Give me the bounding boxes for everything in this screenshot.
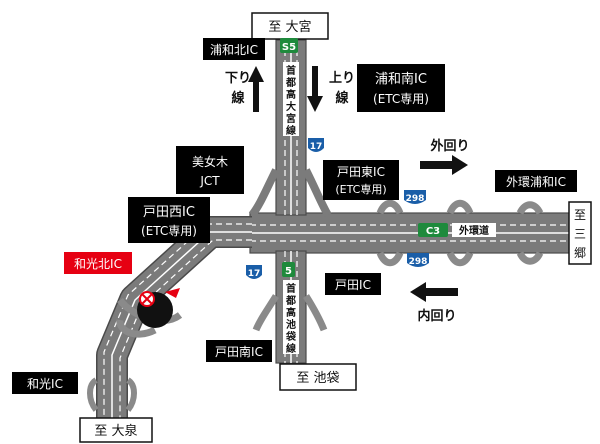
gaikan-name: 外環道	[452, 223, 496, 237]
destination-south: 至 池袋	[279, 363, 357, 391]
route-shield-17-bottom-label: 17	[248, 269, 261, 279]
label-toda-nishi-line2: (ETC専用)	[141, 224, 197, 238]
route-shield-298-top: 298	[404, 190, 426, 204]
destination-east-char1: 至	[574, 208, 586, 222]
destination-east-char3: 郷	[574, 246, 586, 260]
omiya-line-name: 首 都 高 大 宮 線	[283, 62, 299, 137]
route-shield-s5-label: S5	[282, 42, 296, 53]
ikebukuro-line-char: 池	[286, 318, 296, 331]
label-wako-kita-text: 和光北IC	[74, 257, 122, 271]
label-toda: 戸田IC	[325, 273, 381, 295]
route-shield-c3: C3	[418, 223, 448, 237]
direction-nobori-line2: 線	[335, 90, 349, 106]
label-toda-minami-text: 戸田南IC	[215, 344, 263, 359]
route-shield-17-bottom: 17	[246, 265, 262, 279]
ikebukuro-line-char: 線	[286, 342, 296, 355]
label-bijogi-line1: 美女木	[192, 154, 228, 169]
direction-nobori: 上り 線	[307, 66, 355, 112]
arrow-down-icon	[307, 66, 323, 112]
gaikan-expressway	[249, 199, 571, 267]
label-urawa-minami: 浦和南IC (ETC専用)	[357, 64, 445, 112]
label-urawa-minami-line1: 浦和南IC	[375, 71, 427, 87]
label-wako-text: 和光IC	[27, 377, 63, 391]
arrow-up-icon	[248, 66, 264, 112]
label-bijogi-jct: 美女木 JCT	[176, 146, 244, 194]
route-shield-298-top-label: 298	[406, 194, 425, 204]
label-wako: 和光IC	[12, 372, 78, 394]
arrow-left-icon	[410, 282, 458, 302]
omiya-line-char: 線	[286, 124, 296, 137]
label-toda-text: 戸田IC	[335, 278, 371, 292]
label-toda-nishi: 戸田西IC (ETC専用)	[128, 197, 210, 243]
omiya-line-char: 宮	[286, 112, 296, 125]
direction-uchimawari: 内回り	[410, 282, 458, 324]
route-shield-s5: S5	[280, 38, 298, 53]
arrow-right-icon	[420, 155, 468, 175]
omiya-line-char: 首	[286, 64, 296, 77]
route-shield-298-bottom: 298	[407, 253, 429, 267]
label-gaikan-urawa-text: 外環浦和IC	[506, 175, 566, 189]
label-toda-higashi-line1: 戸田東IC	[337, 165, 385, 179]
direction-uchimawari-label: 内回り	[417, 308, 456, 324]
direction-kudari: 下り 線	[225, 66, 264, 112]
omiya-line-char: 大	[286, 100, 296, 113]
label-urawa-kita: 浦和北IC	[203, 38, 265, 60]
label-urawa-kita-text: 浦和北IC	[210, 43, 258, 57]
route-shield-17-top-label: 17	[310, 142, 323, 152]
label-toda-nishi-line1: 戸田西IC	[143, 205, 195, 220]
omiya-line-char: 高	[286, 88, 296, 101]
label-toda-minami: 戸田南IC	[206, 340, 272, 362]
ikebukuro-line-char: 首	[286, 282, 296, 295]
ikebukuro-line-name: 首 都 高 池 袋 線	[283, 280, 299, 355]
direction-sotomawari-label: 外回り	[429, 138, 469, 154]
label-urawa-minami-line2: (ETC専用)	[373, 92, 429, 106]
omiya-line-char: 都	[285, 76, 296, 89]
direction-kudari-line2: 線	[231, 90, 245, 106]
destination-east: 至 三 郷	[568, 201, 592, 265]
direction-kudari-line1: 下り	[225, 71, 251, 86]
route-shield-17-top: 17	[308, 138, 324, 152]
ikebukuro-line-char: 高	[286, 306, 296, 319]
gaikan-name-label: 外環道	[458, 224, 489, 237]
direction-nobori-line1: 上り	[329, 71, 355, 86]
destination-southwest: 至 大泉	[79, 417, 153, 443]
label-wako-kita: 和光北IC	[64, 252, 132, 274]
ikebukuro-line-char: 都	[285, 294, 296, 307]
wako-kita-node	[137, 288, 180, 328]
direction-sotomawari: 外回り	[420, 138, 470, 175]
destination-south-label: 至 池袋	[296, 371, 339, 386]
route-shield-5: 5	[282, 262, 295, 277]
route-shield-c3-label: C3	[426, 226, 440, 237]
route-shield-5-label: 5	[285, 266, 292, 277]
label-bijogi-line2: JCT	[199, 174, 220, 188]
label-gaikan-urawa: 外環浦和IC	[495, 170, 577, 192]
route-shield-298-bottom-label: 298	[409, 257, 428, 267]
destination-east-char2: 三	[574, 227, 586, 241]
destination-north-label: 至 大宮	[268, 19, 311, 35]
label-toda-higashi: 戸田東IC (ETC専用)	[323, 160, 399, 200]
ikebukuro-line-char: 袋	[285, 330, 297, 343]
destination-southwest-label: 至 大泉	[94, 423, 137, 439]
destination-north: 至 大宮	[251, 12, 329, 40]
label-toda-higashi-line2: (ETC専用)	[335, 183, 386, 196]
